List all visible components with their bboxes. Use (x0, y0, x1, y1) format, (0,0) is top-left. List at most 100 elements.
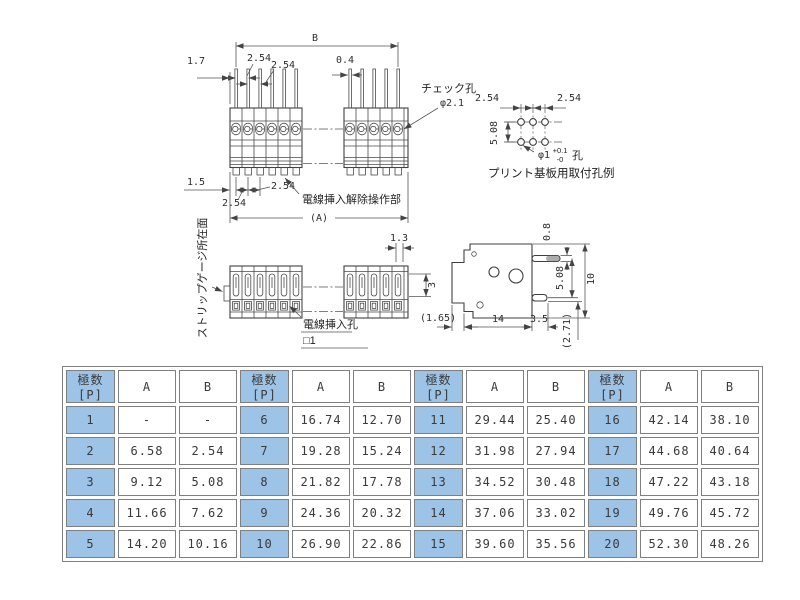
table-cell: 48.26 (701, 530, 759, 558)
column-header-a: A (640, 370, 698, 403)
table-row: 5 14.20 10.16 10 26.90 22.86 15 39.60 35… (66, 530, 759, 558)
plan-view: ストリップゲージ所在面 1.3 3 電線挿入孔 □1 (196, 218, 438, 349)
pcb-hole-view: 2.54 2.54 5.08 φ1 +0.1 -0 孔 プリント基板用取付孔例 (475, 93, 615, 180)
pcb-hole-dia-label: φ1 (538, 150, 550, 161)
table-cell: 3 (66, 468, 115, 496)
column-header-b: B (353, 370, 411, 403)
table-cell: 42.14 (640, 406, 698, 434)
dim-a-label: (A) (310, 213, 328, 224)
dim-b-label: B (312, 33, 318, 44)
column-header-poles: 極数[P] (240, 370, 289, 403)
table-cell: 9 (240, 499, 289, 527)
dim-pitch-top2-label: 2.54 (271, 60, 295, 71)
table-cell: 39.60 (466, 530, 524, 558)
table-cell: 45.72 (701, 499, 759, 527)
table-cell: 16 (588, 406, 637, 434)
dim-1-65-label: (1.65) (420, 313, 456, 324)
technical-drawing: B 2.54 2.54 1.7 0.4 チェック孔 φ2.1 1 (184, 33, 615, 349)
table-cell: 21.82 (292, 468, 350, 496)
table-cell: 13 (414, 468, 463, 496)
table-cell: 24.36 (292, 499, 350, 527)
strip-gauge-label: ストリップゲージ所在面 (196, 218, 209, 339)
table-cell: 40.64 (701, 437, 759, 465)
table-cell: 38.10 (701, 406, 759, 434)
table-cell: 29.44 (466, 406, 524, 434)
dim-5-08-label: 5.08 (555, 266, 566, 290)
table-cell: 12 (414, 437, 463, 465)
column-header-a: A (292, 370, 350, 403)
dim-pin-width-label: 0.4 (336, 55, 354, 66)
table-cell: 2.54 (179, 437, 237, 465)
check-hole-dia-label: φ2.1 (440, 98, 464, 109)
table-cell: 17.78 (353, 468, 411, 496)
table-cell: 26.90 (292, 530, 350, 558)
column-header-b: B (179, 370, 237, 403)
table-cell: 5.08 (179, 468, 237, 496)
table-cell: 16.74 (292, 406, 350, 434)
column-header-a: A (118, 370, 176, 403)
dim-3-label: 3 (427, 282, 438, 288)
dim-2-71-label: (2.71) (562, 313, 573, 349)
table-cell: 6 (240, 406, 289, 434)
pcb-hole-suffix: 孔 (572, 149, 583, 162)
table-cell: 25.40 (527, 406, 585, 434)
table-cell: - (179, 406, 237, 434)
table-cell: 10.16 (179, 530, 237, 558)
table-cell: 43.18 (701, 468, 759, 496)
table-cell: 19 (588, 499, 637, 527)
pcb-hole-tol-upper: +0.1 (553, 146, 568, 155)
dim-3-5-label: 3.5 (530, 314, 548, 325)
dim-left-offset-label: 1.7 (187, 56, 205, 67)
dim-14-label: 14 (492, 314, 504, 325)
table-cell: 14 (414, 499, 463, 527)
table-cell: 22.86 (353, 530, 411, 558)
column-header-a: A (466, 370, 524, 403)
table-cell: 5 (66, 530, 115, 558)
table-cell: 20 (588, 530, 637, 558)
table-cell: 47.22 (640, 468, 698, 496)
table-cell: 35.56 (527, 530, 585, 558)
table-cell: 14.20 (118, 530, 176, 558)
column-header-poles: 極数[P] (588, 370, 637, 403)
table-cell: 34.52 (466, 468, 524, 496)
dim-pitch-bottom1-label: 2.54 (271, 181, 295, 192)
table-header-row: 極数[P] A B 極数[P] A B 極数[P] A B 極数[P] A B (66, 370, 759, 403)
dim-0-8-label: 0.8 (542, 223, 553, 241)
table-cell: 19.28 (292, 437, 350, 465)
wire-hole-size-label: □1 (303, 335, 316, 347)
table-cell: 4 (66, 499, 115, 527)
table-cell: 12.70 (353, 406, 411, 434)
table-cell: 17 (588, 437, 637, 465)
table-row: 1 - - 6 16.74 12.70 11 29.44 25.40 16 42… (66, 406, 759, 434)
table-cell: 33.02 (527, 499, 585, 527)
table-cell: 15 (414, 530, 463, 558)
column-header-b: B (701, 370, 759, 403)
pcb-pitch-v-label: 5.08 (489, 121, 500, 145)
dim-bottom-offset-label: 1.5 (187, 177, 205, 188)
dim-pitch-top1-label: 2.54 (247, 53, 271, 64)
pcb-pitch-left-label: 2.54 (475, 93, 499, 104)
poles-dimension-table: 極数[P] A B 極数[P] A B 極数[P] A B 極数[P] A B … (62, 366, 763, 562)
table-row: 4 11.66 7.62 9 24.36 20.32 14 37.06 33.0… (66, 499, 759, 527)
column-header-poles: 極数[P] (414, 370, 463, 403)
dimension-table: 極数[P] A B 極数[P] A B 極数[P] A B 極数[P] A B … (62, 366, 763, 562)
pcb-pitch-right-label: 2.54 (557, 93, 581, 104)
table-cell: 7.62 (179, 499, 237, 527)
table-row: 3 9.12 5.08 8 21.82 17.78 13 34.52 30.48… (66, 468, 759, 496)
table-cell: 27.94 (527, 437, 585, 465)
table-cell: 11 (414, 406, 463, 434)
pcb-hole-tol-lower: -0 (557, 155, 564, 164)
table-cell: 15.24 (353, 437, 411, 465)
front-view: B 2.54 2.54 1.7 0.4 チェック孔 φ2.1 1 (184, 33, 476, 224)
dim-1-3-label: 1.3 (390, 233, 408, 244)
column-header-b: B (527, 370, 585, 403)
table-cell: 9.12 (118, 468, 176, 496)
table-cell: 44.68 (640, 437, 698, 465)
table-cell: 2 (66, 437, 115, 465)
table-cell: 49.76 (640, 499, 698, 527)
table-cell: 30.48 (527, 468, 585, 496)
table-cell: 37.06 (466, 499, 524, 527)
check-hole-label: チェック孔 (421, 82, 476, 95)
table-cell: 1 (66, 406, 115, 434)
